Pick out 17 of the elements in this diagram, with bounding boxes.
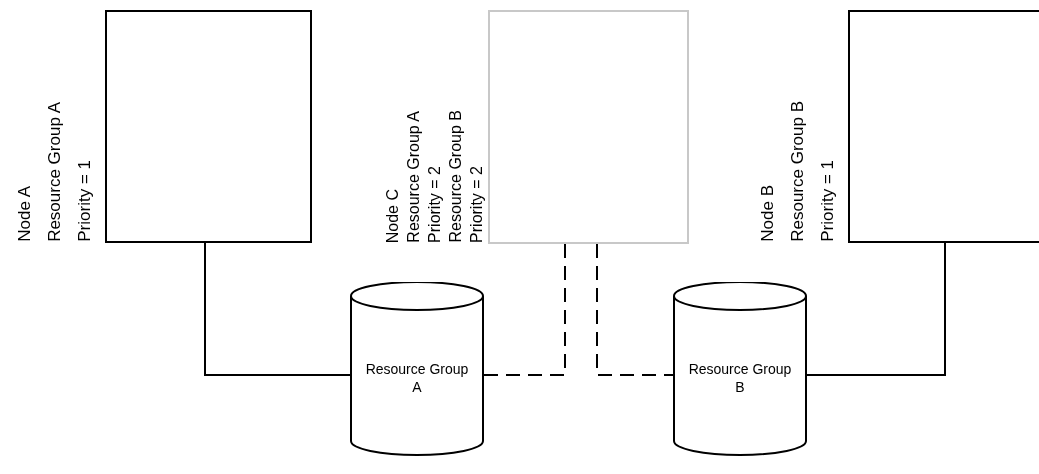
node-label: Resource Group B <box>788 101 808 242</box>
dashed-connector <box>596 243 674 376</box>
node-label: Priority = 2 <box>467 166 486 243</box>
connector-line <box>806 242 946 376</box>
node-label: Resource Group A <box>404 111 423 243</box>
dashed-connector <box>483 243 566 376</box>
resource-group-label: Resource Group B <box>687 360 793 396</box>
node-label: Resource Group B <box>446 110 465 243</box>
node-name: Node B <box>758 185 778 242</box>
node-label: Priority = 2 <box>425 166 444 243</box>
node-label: Priority = 1 <box>818 160 838 242</box>
node-name: Node C <box>383 188 402 243</box>
node-label: Priority = 1 <box>75 160 95 242</box>
resource-group-label: Resource Group A <box>364 360 470 396</box>
node-name: Node A <box>15 186 35 242</box>
connector-line <box>204 242 351 376</box>
node-label: Resource Group A <box>45 102 65 242</box>
